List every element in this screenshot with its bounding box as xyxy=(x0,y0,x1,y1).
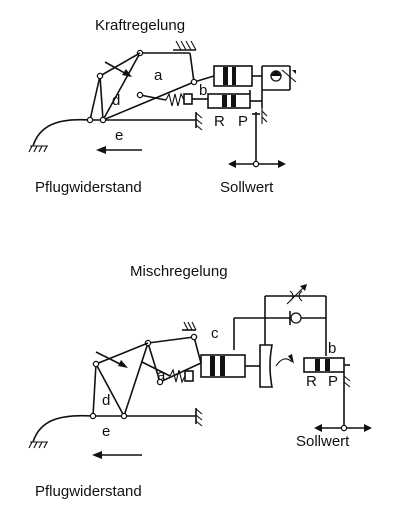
control-valve-bottom xyxy=(303,357,351,430)
force-control-title: Kraftregelung xyxy=(95,17,185,34)
ground-hatch-bottom xyxy=(28,441,48,449)
lift-cylinder xyxy=(213,65,297,91)
linkage-e xyxy=(86,112,203,131)
lift-cylinder-bottom xyxy=(200,344,294,388)
setpoint-label-bottom: Sollwert xyxy=(296,433,350,450)
label-d: d xyxy=(112,92,120,109)
plough-body-bottom xyxy=(32,414,94,443)
linkage-e-bottom xyxy=(89,408,203,427)
label-a: a xyxy=(154,67,163,84)
label-P-bottom: P xyxy=(328,373,338,390)
spring-rod-bottom xyxy=(141,361,194,384)
label-d-bottom: d xyxy=(102,392,110,409)
plough-resistance-label-bottom: Pflugwiderstand xyxy=(35,483,142,500)
setpoint-label: Sollwert xyxy=(220,179,274,196)
linkage-d xyxy=(89,52,141,121)
label-R-bottom: R xyxy=(306,373,317,390)
force-arrow-bottom xyxy=(95,351,128,368)
linkage-a xyxy=(102,49,215,121)
fixed-support-bottom xyxy=(182,321,197,331)
setpoint-lever-bottom xyxy=(314,424,372,432)
linkage-d-bottom xyxy=(92,342,149,417)
mixed-control-title: Mischregelung xyxy=(130,263,228,280)
pull-arrow xyxy=(96,146,142,154)
label-e: e xyxy=(115,127,123,144)
spring-rod xyxy=(136,91,208,107)
hydraulic-loop xyxy=(233,284,327,356)
plough-body xyxy=(32,118,91,147)
plough-resistance-label: Pflugwiderstand xyxy=(35,179,142,196)
label-c: c xyxy=(211,325,219,342)
mixed-control-diagram: Mischregelung xyxy=(28,263,372,500)
label-a-bottom: a xyxy=(157,367,166,384)
label-P: P xyxy=(238,113,248,130)
label-R: R xyxy=(214,113,225,130)
force-arrow xyxy=(104,61,132,77)
force-control-diagram: Kraftregelung xyxy=(28,17,297,196)
setpoint-lever xyxy=(228,112,286,168)
control-valve xyxy=(207,90,268,124)
label-e-bottom: e xyxy=(102,423,110,440)
fixed-support-top xyxy=(173,40,197,51)
ground-hatch-left xyxy=(28,145,48,153)
label-b-bottom: b xyxy=(328,340,336,357)
pull-arrow-bottom xyxy=(92,451,142,459)
label-b: b xyxy=(199,82,207,99)
